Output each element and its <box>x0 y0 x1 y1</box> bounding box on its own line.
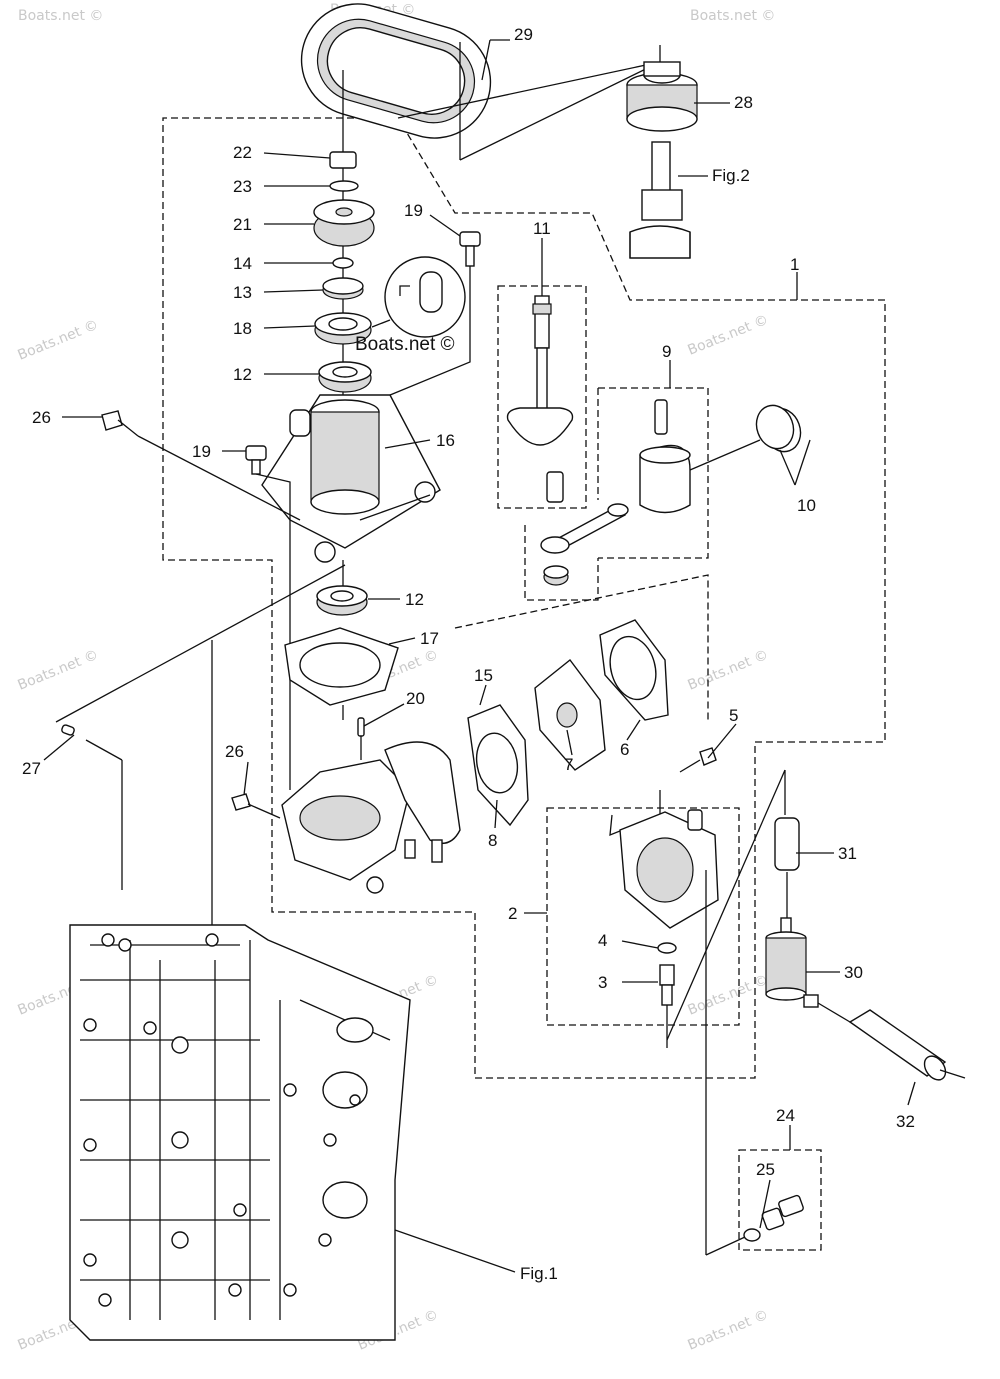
callout-17: 17 <box>420 629 439 648</box>
bearing-lower <box>316 560 368 616</box>
callout-14: 14 <box>233 254 252 273</box>
assembly-24-boundary <box>738 1149 822 1251</box>
callout-5: 5 <box>729 706 738 725</box>
assembly-9-boundary-right <box>598 387 709 559</box>
watermark: Boats.net © <box>686 1307 771 1354</box>
callout-18: 18 <box>233 319 252 338</box>
callout-22: 22 <box>233 143 252 162</box>
dowel-pin <box>357 717 365 760</box>
watermark: Boats.net © <box>686 972 771 1019</box>
figure-ref-fig1: Fig.1 <box>520 1264 558 1283</box>
bolt-26-top <box>101 410 301 521</box>
bolt-19-mid <box>245 445 291 790</box>
timing-belt <box>300 3 661 161</box>
assembly-2-boundary <box>546 807 740 1026</box>
callout-4: 4 <box>598 931 607 950</box>
callout-12-upper: 12 <box>233 365 252 384</box>
callout-26-lower: 26 <box>225 742 244 761</box>
figure-ref-fig2: Fig.2 <box>712 166 750 185</box>
callout-2: 2 <box>508 904 517 923</box>
leader-lines <box>43 39 916 1273</box>
watermark: Boats.net © <box>686 647 771 694</box>
piston-rings <box>755 404 811 486</box>
callout-19-upper: 19 <box>404 201 423 220</box>
drive-gear-stack <box>313 70 375 420</box>
callout-20: 20 <box>406 689 425 708</box>
inset-detail: Boats.net © <box>355 256 466 355</box>
callout-12-lower: 12 <box>405 590 424 609</box>
bolt-19-top <box>377 231 481 401</box>
watermark: Boats.net © <box>16 647 101 694</box>
callout-28: 28 <box>734 93 753 112</box>
callout-29: 29 <box>514 25 533 44</box>
callout-15: 15 <box>474 666 493 685</box>
callout-19-lower: 19 <box>192 442 211 461</box>
callout-23: 23 <box>233 177 252 196</box>
bolt-26-lower <box>231 793 281 819</box>
callout-25: 25 <box>756 1160 775 1179</box>
callout-27: 27 <box>22 759 41 778</box>
callout-31: 31 <box>838 844 857 863</box>
callout-24: 24 <box>776 1106 795 1125</box>
watermark: Boats.net © <box>686 312 771 359</box>
callout-9: 9 <box>662 342 671 361</box>
clip-27 <box>55 564 346 940</box>
fitting-24 <box>743 1194 804 1242</box>
pump-housing <box>261 394 441 563</box>
callout-32: 32 <box>896 1112 915 1131</box>
fuel-line-parts <box>765 770 966 1081</box>
piston-assembly <box>540 399 761 586</box>
callout-21: 21 <box>233 215 252 234</box>
callout-26-upper: 26 <box>32 408 51 427</box>
gasket-group-boundary <box>454 574 709 720</box>
inset-watermark: Boats.net © <box>355 334 455 355</box>
pulley-and-shaft <box>626 45 698 259</box>
callout-10: 10 <box>797 496 816 515</box>
callout-11: 11 <box>533 219 551 238</box>
crankshaft <box>506 250 574 503</box>
assembly-9-boundary-bottom <box>524 525 599 601</box>
gasket-17 <box>284 627 399 720</box>
callout-30: 30 <box>844 963 863 982</box>
callout-8: 8 <box>488 831 497 850</box>
valve-plate-stack <box>467 619 669 827</box>
watermark: Boats.net © <box>690 8 775 24</box>
callout-1: 1 <box>790 255 799 274</box>
assembly-1-boundary <box>162 117 886 1079</box>
callout-16: 16 <box>436 431 455 450</box>
callout-13: 13 <box>233 283 252 302</box>
cylinder-head <box>281 741 461 894</box>
watermark: Boats.net © <box>16 317 101 364</box>
callout-3: 3 <box>598 973 607 992</box>
engine-block <box>69 924 411 1341</box>
callout-7: 7 <box>564 755 573 774</box>
callout-labels: 29 28 Fig.2 22 23 21 14 13 18 12 19 11 1… <box>22 25 915 1283</box>
watermark: Boats.net © <box>18 8 103 24</box>
callout-6: 6 <box>620 740 629 759</box>
